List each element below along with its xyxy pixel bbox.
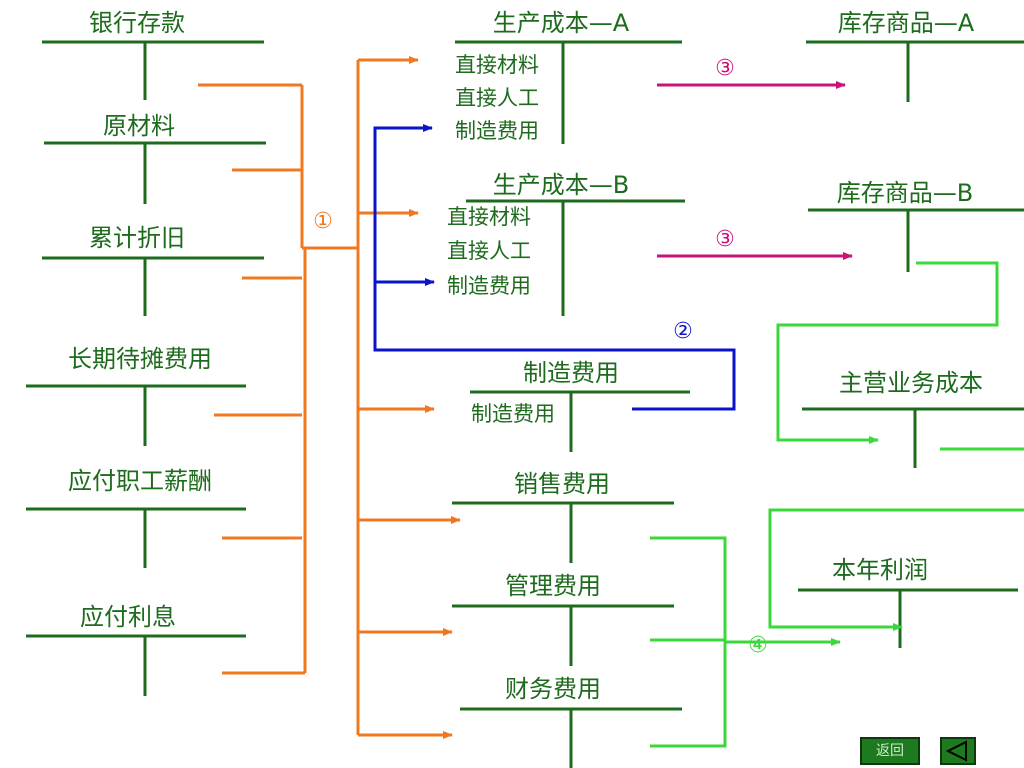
step3-marker-a: ③ xyxy=(715,56,735,81)
account-title-prepaid: 长期待摊费用 xyxy=(68,345,212,373)
t-account-inventory-b: 库存商品—B xyxy=(808,179,1024,272)
flow-step4 xyxy=(650,261,1024,748)
t-account-depreciation: 累计折旧 xyxy=(42,224,264,316)
t-account-overhead: 制造费用 制造费用 xyxy=(470,359,690,452)
cost-b-direct-labor: 直接人工 xyxy=(447,239,531,263)
t-account-finance: 财务费用 xyxy=(460,675,682,768)
t-account-bank: 银行存款 xyxy=(42,9,264,100)
overhead-inner-label: 制造费用 xyxy=(471,402,555,426)
cost-a-direct-labor: 直接人工 xyxy=(455,86,539,110)
t-account-cogs: 主营业务成本 xyxy=(802,369,1024,468)
cost-a-overhead: 制造费用 xyxy=(455,119,539,143)
account-title-cost-b: 生产成本—B xyxy=(493,171,629,199)
t-account-profit: 本年利润 xyxy=(798,556,1018,648)
account-title-bank: 银行存款 xyxy=(89,9,185,37)
cost-b-overhead: 制造费用 xyxy=(447,274,531,298)
step3-marker-b: ③ xyxy=(715,227,735,252)
t-account-inventory-a: 库存商品—A xyxy=(806,9,1024,102)
flow-step3 xyxy=(657,81,853,260)
account-title-materials: 原材料 xyxy=(103,112,175,140)
account-title-selling: 销售费用 xyxy=(514,470,610,498)
t-account-prepaid: 长期待摊费用 xyxy=(26,345,246,446)
flow-step2 xyxy=(373,124,736,411)
step2-marker: ② xyxy=(673,319,693,344)
account-title-interest: 应付利息 xyxy=(80,603,176,631)
t-account-selling: 销售费用 xyxy=(452,470,674,563)
t-account-materials: 原材料 xyxy=(44,112,266,204)
t-account-cost-b: 生产成本—B 直接材料 直接人工 制造费用 xyxy=(447,171,685,316)
account-title-profit: 本年利润 xyxy=(832,556,928,584)
back-button[interactable] xyxy=(940,737,976,765)
account-title-cost-a: 生产成本—A xyxy=(493,9,630,37)
cost-a-direct-material: 直接材料 xyxy=(455,53,539,77)
account-title-cogs: 主营业务成本 xyxy=(839,369,983,397)
cost-b-direct-material: 直接材料 xyxy=(447,205,531,229)
t-account-interest: 应付利息 xyxy=(26,603,246,696)
triangle-left-icon xyxy=(945,740,967,762)
t-account-payroll: 应付职工薪酬 xyxy=(26,467,246,568)
t-account-admin: 管理费用 xyxy=(452,572,674,666)
step1-marker: ① xyxy=(313,209,333,234)
account-title-admin: 管理费用 xyxy=(505,572,601,600)
account-title-inventory-b: 库存商品—B xyxy=(837,179,973,207)
flow-step1 xyxy=(198,56,461,739)
account-title-overhead: 制造费用 xyxy=(523,359,619,387)
step4-marker: ④ xyxy=(748,633,768,658)
t-account-cost-a: 生产成本—A 直接材料 直接人工 制造费用 xyxy=(455,9,682,144)
account-title-payroll: 应付职工薪酬 xyxy=(68,467,212,495)
return-button[interactable]: 返回 xyxy=(860,737,920,765)
account-title-depreciation: 累计折旧 xyxy=(89,224,185,252)
account-title-inventory-a: 库存商品—A xyxy=(838,9,975,37)
account-title-finance: 财务费用 xyxy=(505,675,601,703)
